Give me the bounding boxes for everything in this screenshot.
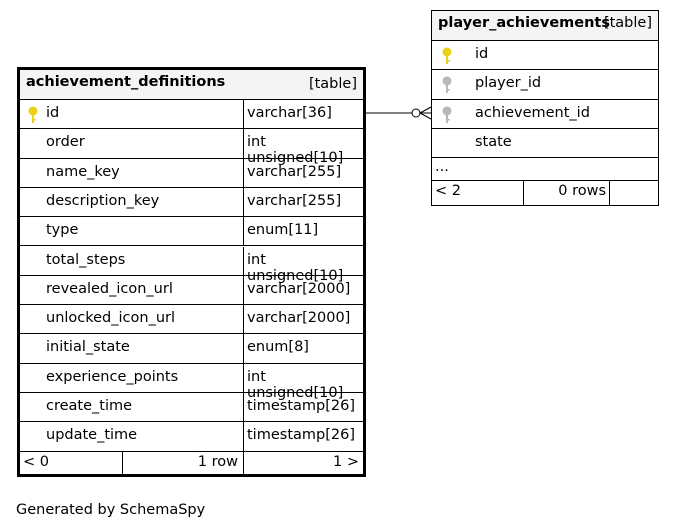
column-type: varchar[255] <box>247 163 342 180</box>
footer-rows: 0 rows <box>558 183 606 199</box>
footer-rows: 1 row <box>197 454 238 470</box>
column-name: experience_points <box>46 368 179 385</box>
table-row: unlocked_icon_url varchar[2000] <box>20 305 363 335</box>
column-divider <box>243 393 244 422</box>
table-row: update_time timestamp[26] <box>20 422 363 452</box>
footer-children: 1 > <box>333 454 359 470</box>
column-divider <box>243 158 244 187</box>
footer-divider <box>523 181 524 205</box>
generated-by-caption: Generated by SchemaSpy <box>16 502 206 518</box>
foreign-key-icon <box>442 106 452 124</box>
footer-parents: < 0 <box>23 454 49 470</box>
footer-divider <box>609 181 610 205</box>
column-name: initial_state <box>46 339 130 356</box>
table-row: player_id <box>432 70 658 100</box>
footer-parents: < 2 <box>435 183 461 199</box>
table-header: achievement_definitions [table] <box>20 70 363 100</box>
column-divider <box>243 217 244 246</box>
table-type-label: [table] <box>308 76 357 92</box>
column-divider <box>243 305 244 334</box>
column-divider <box>243 363 244 392</box>
column-type: int unsigned[10] <box>247 368 344 401</box>
column-name: achievement_id <box>475 104 590 121</box>
table-name: player_achievements <box>438 15 610 31</box>
column-type: timestamp[26] <box>247 398 355 414</box>
column-divider <box>243 187 244 217</box>
column-name: order <box>46 134 85 151</box>
zero-optionality-marker <box>411 108 421 118</box>
primary-key-icon <box>28 106 38 124</box>
column-type: int unsigned[10] <box>247 134 344 167</box>
table-header: player_achievements [table] <box>432 11 658 41</box>
table-row: state <box>432 129 658 158</box>
column-name: name_key <box>46 163 120 180</box>
crows-foot-marker <box>419 106 432 114</box>
primary-key-icon <box>442 47 452 65</box>
footer-divider <box>243 452 244 477</box>
table-row: id varchar[36] <box>20 100 363 130</box>
crows-foot-marker <box>419 112 432 120</box>
column-name: total_steps <box>46 251 126 268</box>
column-name: description_key <box>46 192 160 209</box>
table-row: order int unsigned[10] <box>20 129 363 166</box>
column-name: id <box>475 46 489 62</box>
column-divider <box>243 100 244 129</box>
column-name: update_time <box>46 427 138 444</box>
column-type: varchar[2000] <box>247 280 351 297</box>
column-type: int unsigned[10] <box>247 251 344 284</box>
table-row: experience_points int unsigned[10] <box>20 363 363 401</box>
table-row: id <box>432 41 658 71</box>
achievement-definitions-table: achievement_definitions [table] id varcha… <box>17 67 366 477</box>
column-type: varchar[255] <box>247 192 342 209</box>
table-row: create_time timestamp[26] <box>20 393 363 423</box>
column-type: enum[8] <box>247 339 309 356</box>
column-name: revealed_icon_url <box>46 280 173 297</box>
ellipsis-row: ... <box>432 158 658 181</box>
column-name: id <box>46 105 60 121</box>
foreign-key-icon <box>442 76 452 94</box>
column-type: timestamp[26] <box>247 427 355 444</box>
column-name: state <box>475 133 512 150</box>
footer-divider <box>122 452 123 477</box>
table-row: initial_state enum[8] <box>20 334 363 364</box>
column-name: player_id <box>475 75 542 92</box>
table-row: achievement_id <box>432 100 658 129</box>
column-name: unlocked_icon_url <box>46 310 175 327</box>
table-row: total_steps int unsigned[10] <box>20 246 363 284</box>
table-row: type enum[11] <box>20 217 363 247</box>
column-type: varchar[36] <box>247 105 332 121</box>
column-divider <box>243 129 244 158</box>
table-row: revealed_icon_url varchar[2000] <box>20 275 363 306</box>
column-type: enum[11] <box>247 222 319 239</box>
table-type-label: [table] <box>603 15 652 31</box>
column-type: varchar[2000] <box>247 310 351 327</box>
table-footer: < 0 1 row 1 > <box>20 452 363 477</box>
table-row: description_key varchar[255] <box>20 187 363 218</box>
table-footer: < 2 0 rows <box>432 181 658 205</box>
column-name: create_time <box>46 398 133 414</box>
table-name: achievement_definitions <box>26 74 226 90</box>
ellipsis: ... <box>435 159 449 175</box>
column-divider <box>243 422 244 451</box>
table-row: name_key varchar[255] <box>20 158 363 188</box>
column-divider <box>243 275 244 305</box>
column-name: type <box>46 222 79 239</box>
column-divider <box>243 246 244 275</box>
column-divider <box>243 334 244 363</box>
